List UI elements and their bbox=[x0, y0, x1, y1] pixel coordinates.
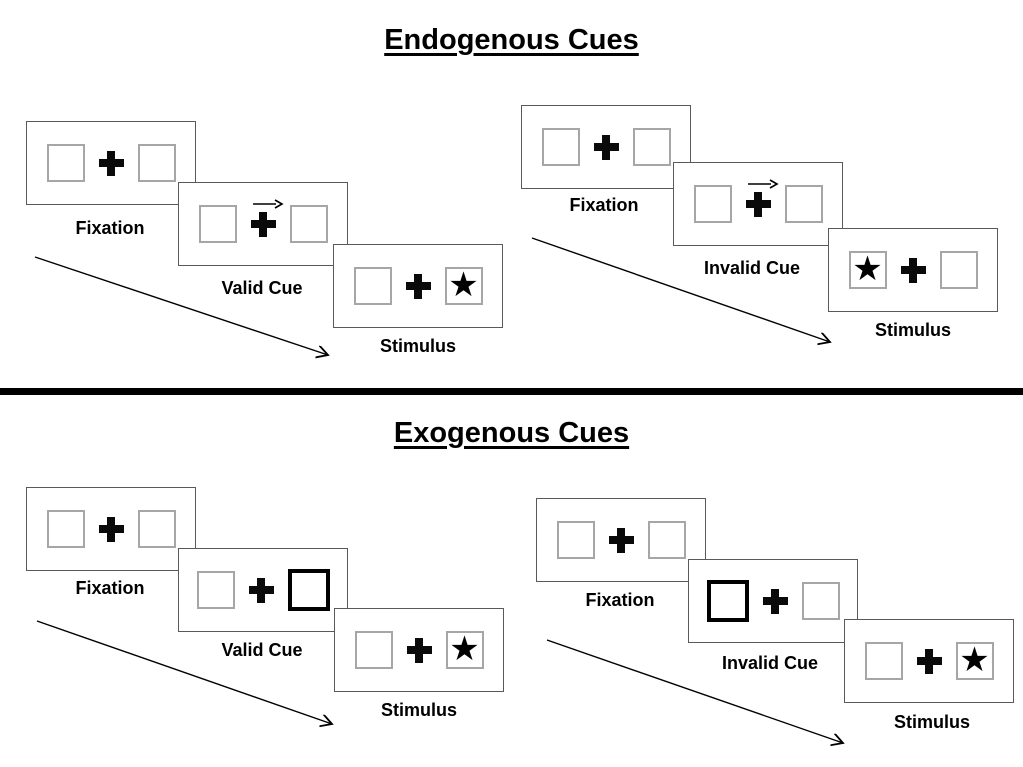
left-placeholder-box bbox=[196, 571, 235, 609]
cue-highlight-box bbox=[287, 569, 330, 611]
cue-arrow-icon bbox=[747, 178, 779, 189]
fixation-screen bbox=[521, 105, 691, 189]
fixation-screen bbox=[536, 498, 706, 582]
left-placeholder-box bbox=[354, 631, 393, 669]
left-placeholder-box bbox=[46, 510, 85, 548]
right-placeholder-box: ★ bbox=[445, 629, 484, 669]
cue-highlight-box bbox=[706, 580, 749, 622]
timeline-arrow bbox=[34, 256, 342, 368]
right-placeholder-box bbox=[647, 521, 686, 559]
fixation-cross-icon bbox=[762, 588, 788, 614]
stimulus-label: Stimulus bbox=[874, 320, 952, 340]
timeline-arrow bbox=[531, 237, 839, 351]
fixation-label: Fixation bbox=[75, 578, 145, 598]
cue-arrow-icon bbox=[252, 198, 284, 209]
fixation-cross-icon bbox=[745, 191, 771, 217]
right-placeholder-box bbox=[939, 251, 978, 289]
cue-screen bbox=[178, 182, 348, 266]
fixation-cross-icon bbox=[608, 527, 634, 553]
right-placeholder-box bbox=[137, 144, 176, 182]
fixation-cross-icon bbox=[405, 273, 431, 299]
left-placeholder-box bbox=[693, 185, 732, 223]
fixation-cross-icon bbox=[98, 150, 124, 176]
left-placeholder-box bbox=[556, 521, 595, 559]
left-placeholder-box bbox=[541, 128, 580, 166]
star-stimulus-icon: ★ bbox=[959, 640, 990, 679]
right-placeholder-box bbox=[784, 185, 823, 223]
right-placeholder-box bbox=[632, 128, 671, 166]
fixation-label: Fixation bbox=[585, 590, 655, 610]
fixation-label: Fixation bbox=[75, 218, 145, 238]
left-placeholder-box bbox=[46, 144, 85, 182]
cue-screen bbox=[673, 162, 843, 246]
stimulus-screen: ★ bbox=[333, 244, 503, 328]
fixation-cross-icon bbox=[248, 577, 274, 603]
right-placeholder-box bbox=[289, 205, 328, 243]
fixation-label: Fixation bbox=[569, 195, 639, 215]
left-placeholder-box bbox=[864, 642, 903, 680]
fixation-cross-icon bbox=[98, 516, 124, 542]
stimulus-screen: ★ bbox=[334, 608, 504, 692]
fixation-cross-icon bbox=[900, 257, 926, 283]
left-placeholder-box: ★ bbox=[848, 249, 887, 289]
section-title-exogenous: Exogenous Cues bbox=[393, 417, 630, 449]
fixation-cross-icon bbox=[250, 211, 276, 237]
cue-label: Valid Cue bbox=[221, 278, 303, 298]
timeline-arrow bbox=[546, 639, 852, 752]
stimulus-screen: ★ bbox=[844, 619, 1014, 703]
cue-label: Invalid Cue bbox=[703, 258, 801, 278]
star-stimulus-icon: ★ bbox=[852, 249, 883, 288]
left-placeholder-box bbox=[198, 205, 237, 243]
fixation-cross-icon bbox=[406, 637, 432, 663]
stimulus-screen: ★ bbox=[828, 228, 998, 312]
stimulus-label: Stimulus bbox=[380, 700, 458, 720]
right-placeholder-box: ★ bbox=[444, 265, 483, 305]
cue-screen bbox=[178, 548, 348, 632]
right-placeholder-box: ★ bbox=[955, 640, 994, 680]
fixation-screen bbox=[26, 121, 196, 205]
fixation-cross-icon bbox=[593, 134, 619, 160]
stimulus-label: Stimulus bbox=[893, 712, 971, 732]
left-placeholder-box bbox=[353, 267, 392, 305]
stimulus-label: Stimulus bbox=[379, 336, 457, 356]
section-title-endogenous: Endogenous Cues bbox=[384, 24, 639, 56]
right-placeholder-box bbox=[801, 582, 840, 620]
star-stimulus-icon: ★ bbox=[449, 629, 480, 668]
cue-label: Invalid Cue bbox=[721, 653, 819, 673]
right-placeholder-box bbox=[137, 510, 176, 548]
fixation-cross-icon bbox=[916, 648, 942, 674]
cue-screen bbox=[688, 559, 858, 643]
cue-label: Valid Cue bbox=[221, 640, 303, 660]
section-divider bbox=[0, 388, 1023, 395]
timeline-arrow bbox=[36, 620, 342, 733]
fixation-screen bbox=[26, 487, 196, 571]
star-stimulus-icon: ★ bbox=[448, 265, 479, 304]
